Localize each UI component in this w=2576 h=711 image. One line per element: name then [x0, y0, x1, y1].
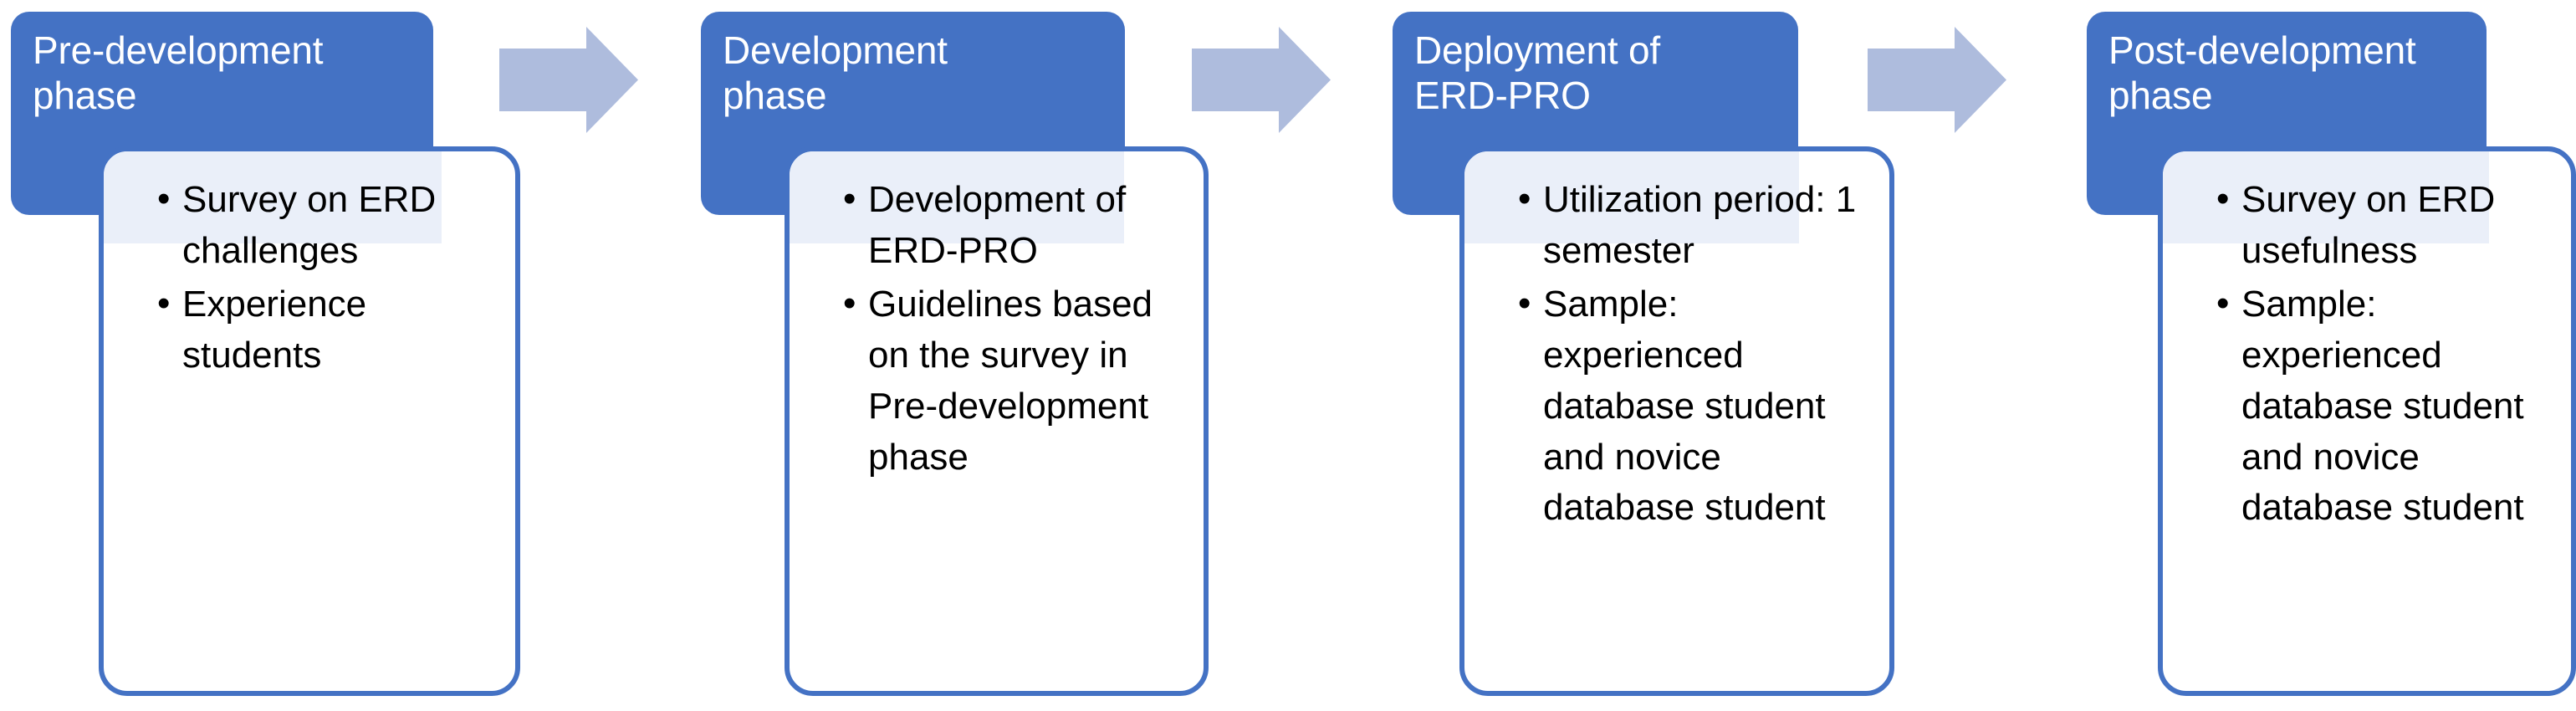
flow-arrow-right-icon [1192, 27, 1331, 133]
phase-group-development: Development phase Development of ERD-PRO… [690, 0, 1225, 711]
phase-bullet-list: Development of ERD-PRO Guidelines based … [790, 151, 1204, 483]
list-item: Development of ERD-PRO [843, 174, 1190, 276]
phase-bullet-list: Survey on ERD usefulness Sample: experie… [2163, 151, 2571, 534]
phase-header-title: Deployment of ERD-PRO [1414, 28, 1660, 117]
list-item: Sample: experienced database student and… [2216, 279, 2558, 534]
phase-body-pre-development[interactable]: Survey on ERD challenges Experience stud… [99, 146, 520, 696]
phase-body-post-development[interactable]: Survey on ERD usefulness Sample: experie… [2158, 146, 2576, 696]
phase-bullet-list: Utilization period: 1 semester Sample: e… [1464, 151, 1889, 534]
list-item: Sample: experienced database student and… [1518, 279, 1876, 534]
list-item: Survey on ERD challenges [157, 174, 502, 276]
phase-group-pre-development: Pre-development phase Survey on ERD chal… [0, 0, 535, 711]
list-item: Guidelines based on the survey in Pre-de… [843, 279, 1190, 483]
phase-header-title: Post-development phase [2108, 28, 2416, 117]
phase-group-deployment: Deployment of ERD-PRO Utilization period… [1382, 0, 1917, 711]
list-item: Experience students [157, 279, 502, 381]
list-item: Survey on ERD usefulness [2216, 174, 2558, 276]
phase-body-development[interactable]: Development of ERD-PRO Guidelines based … [785, 146, 1209, 696]
phase-bullet-list: Survey on ERD challenges Experience stud… [104, 151, 515, 381]
phase-header-title: Pre-development phase [33, 28, 324, 117]
flow-arrow-right-icon [499, 27, 638, 133]
phase-group-post-development: Post-development phase Survey on ERD use… [2076, 0, 2576, 711]
flow-arrow-right-icon [1868, 27, 2006, 133]
phase-body-deployment[interactable]: Utilization period: 1 semester Sample: e… [1459, 146, 1894, 696]
list-item: Utilization period: 1 semester [1518, 174, 1876, 276]
phase-header-title: Development phase [723, 28, 948, 117]
